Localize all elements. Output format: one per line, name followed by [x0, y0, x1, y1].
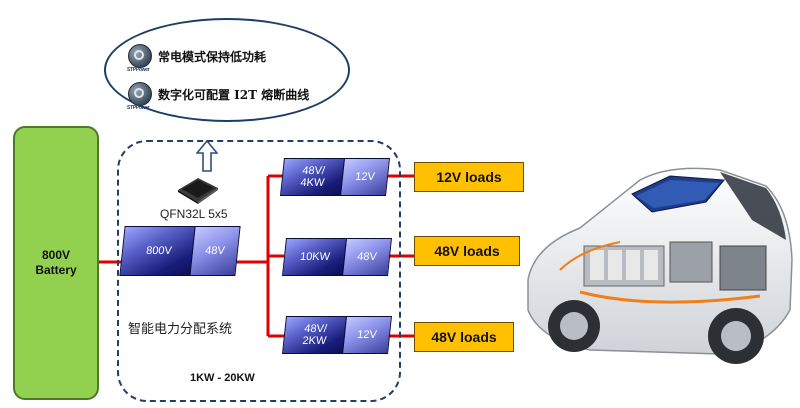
system-name: 智能电力分配系统 [128, 321, 233, 336]
load-label: 48V loads [434, 243, 500, 259]
branch-left-cell: 48V/ 4KW [280, 158, 346, 196]
up-arrow-icon [196, 140, 218, 172]
load-box: 48V loads [414, 236, 520, 266]
qfn-chip-icon [178, 178, 218, 204]
feature-text: 常电模式保持低功耗 [158, 49, 267, 64]
branch-left-cell: 48V/ 2KW [282, 316, 348, 354]
feature-item: STPPower 数字化可配置 I2T 熔断曲线 [127, 82, 310, 111]
module-input-label: 800V [145, 245, 173, 257]
battery-voltage: 800V [41, 248, 71, 262]
feature-text: 数字化可配置 I2T 熔断曲线 [158, 87, 310, 102]
chip-package-label: QFN32L 5x5 [160, 207, 228, 221]
branch-right-cell: 12V [340, 158, 390, 196]
branch-right-label: 48V [356, 251, 378, 263]
branch-right-label: 12V [354, 171, 376, 183]
power-distribution-frame [117, 140, 401, 402]
branch-left-label: 48V/ 2KW [301, 323, 328, 347]
branch-right-cell: 48V [342, 238, 392, 276]
badge-text: STPPower [127, 67, 150, 73]
branch-left-cell: 10KW [282, 238, 348, 276]
main-power-module: 800V 48V [119, 226, 241, 276]
power-range: 1KW - 20KW [190, 372, 255, 384]
branch-right-label: 12V [356, 329, 378, 341]
module-output-cell: 48V [189, 226, 241, 276]
branch-right-cell: 12V [342, 316, 392, 354]
branch-left-label: 48V/ 4KW [299, 165, 326, 189]
load-box: 12V loads [414, 162, 524, 192]
module-input-cell: 800V [119, 226, 199, 276]
load-box: 48V loads [414, 322, 514, 352]
branch-left-label: 10KW [299, 251, 331, 263]
module-output-label: 48V [204, 245, 226, 257]
branch-module: 48V/ 2KW 12V [282, 316, 392, 354]
badge-text: STPPower [127, 105, 150, 111]
load-label: 12V loads [436, 169, 502, 185]
stpower-badge-icon: STPPower [127, 44, 152, 73]
load-label: 48V loads [431, 329, 497, 345]
electric-car-image [527, 167, 793, 364]
branch-module: 10KW 48V [282, 238, 392, 276]
stpower-badge-icon: STPPower [127, 82, 152, 111]
branch-module: 48V/ 4KW 12V [280, 158, 390, 196]
battery-label: Battery [35, 263, 77, 277]
feature-item: STPPower 常电模式保持低功耗 [127, 44, 267, 73]
battery-block: 800V Battery [13, 126, 99, 400]
